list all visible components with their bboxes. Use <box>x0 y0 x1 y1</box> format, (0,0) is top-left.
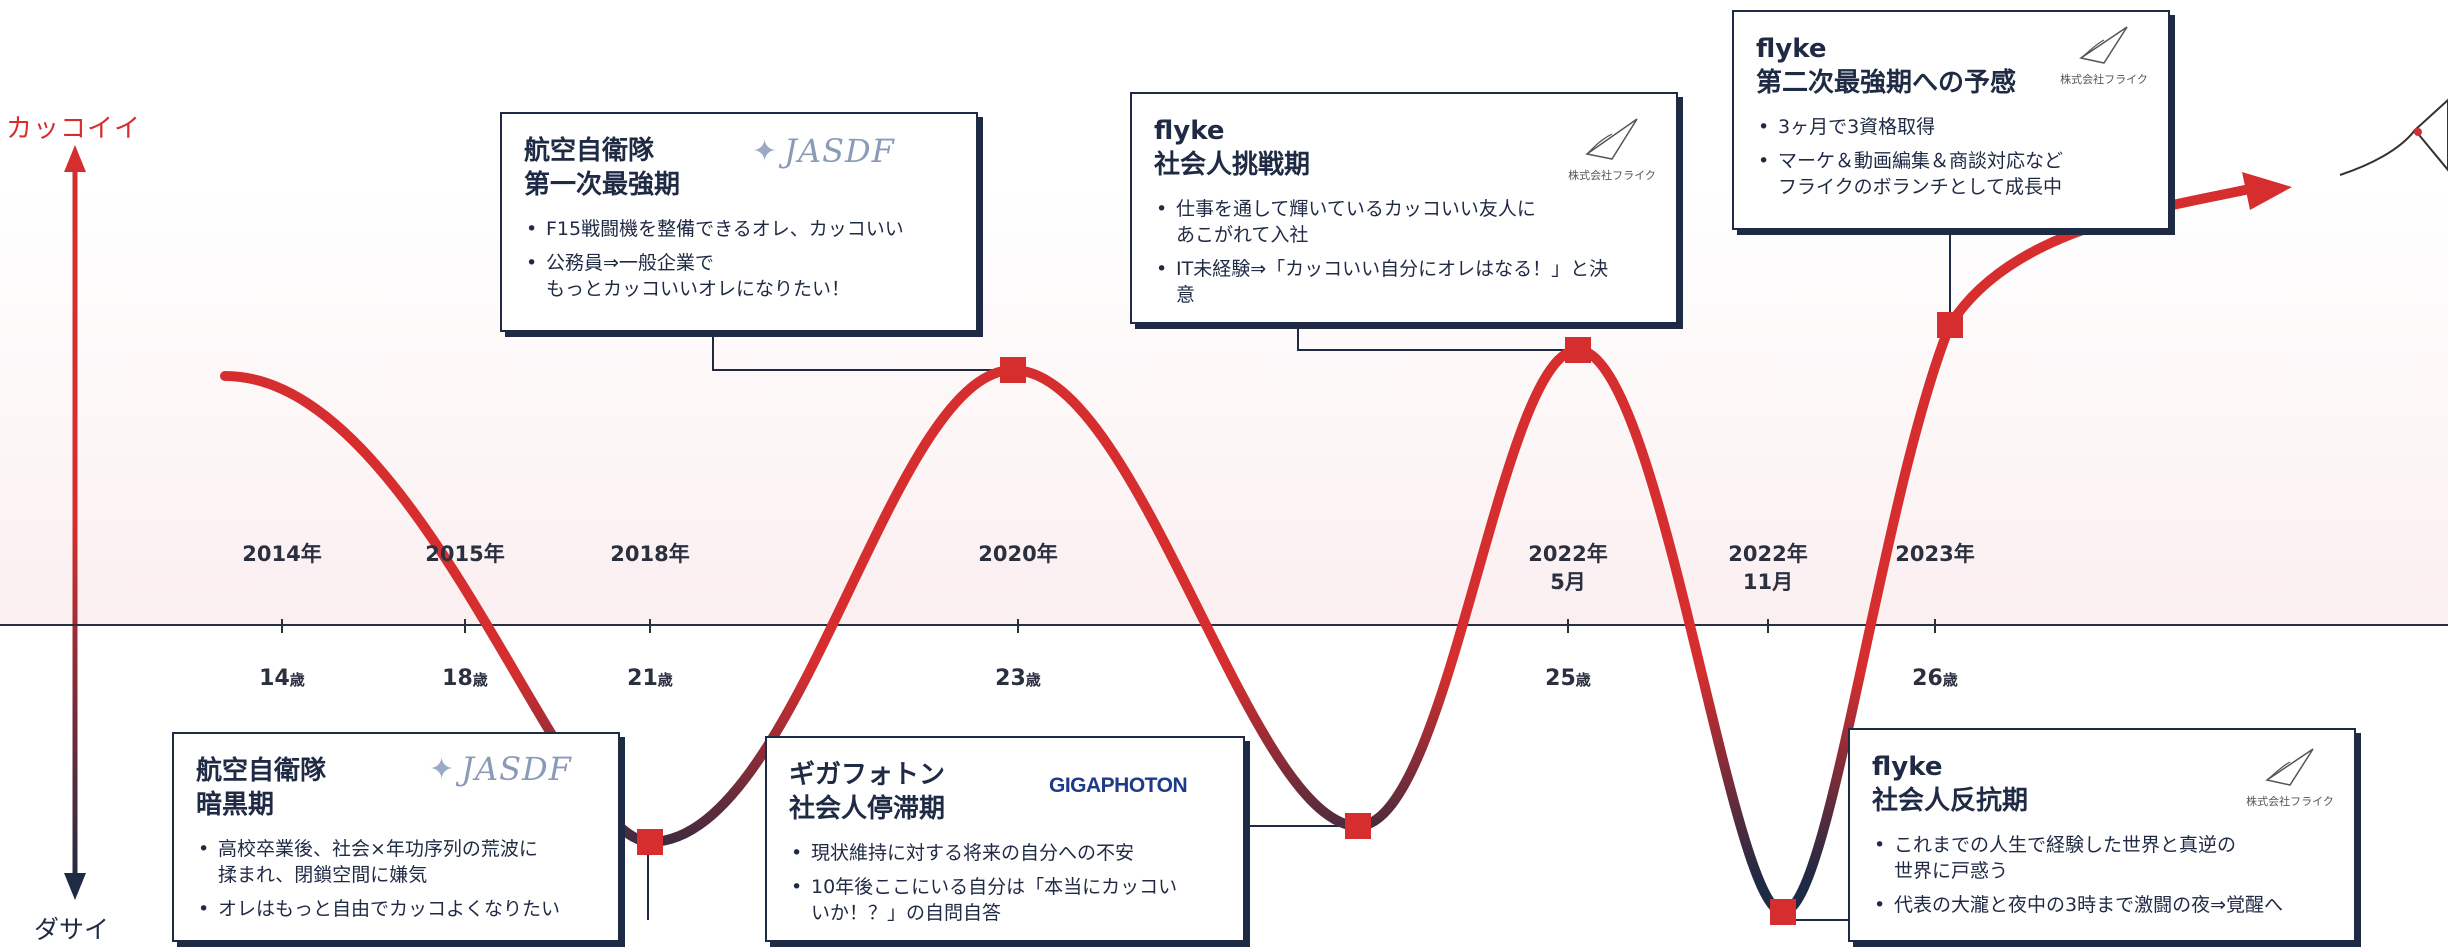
card-title: flyke 第二次最強期への予感 <box>1756 34 2017 98</box>
card-title: flyke 社会人挑戦期 <box>1154 116 1311 180</box>
card-flyke-challenge: flyke 社会人挑戦期 株式会社フライク 仕事を通して輝いているカッコいい友人… <box>1130 92 1678 324</box>
axis-label-lame: ダサイ <box>34 915 110 944</box>
card-flyke-second-strongest: flyke 第二次最強期への予感 株式会社フライク 3ヶ月で3資格取得 マーケ＆… <box>1732 10 2170 230</box>
paper-plane-icon <box>2265 748 2314 786</box>
flyke-logo: 株式会社フライク <box>2054 22 2154 87</box>
year-label-2023: 2023年 <box>1895 542 1975 566</box>
card-jasdf-strongest: 航空自衛隊 第一次最強期 ✦ JASDF F15戦闘機を整備できるオレ、カッコい… <box>500 112 978 332</box>
card-title: 航空自衛隊 暗黒期 <box>196 756 327 820</box>
year-ticks <box>281 619 1936 633</box>
card-bullets: 高校卒業後、社会×年功序列の荒波に 揉まれ、閉鎖空間に嫌気 オレはもっと自由でカ… <box>196 836 596 922</box>
paper-plane-icon <box>2079 26 2128 64</box>
card-bullets: 仕事を通して輝いているカッコいい友人に あこがれて入社 IT未経験⇒「カッコいい… <box>1154 196 1654 308</box>
year-label-2018: 2018年 <box>610 542 690 566</box>
bullet: 10年後ここにいる自分は「本当にカッコい いか！？」の自問自答 <box>789 874 1221 926</box>
flyke-logo: 株式会社フライク <box>2240 744 2340 809</box>
year-label-2020: 2020年 <box>978 542 1058 566</box>
axis-label-cool: カッコイイ <box>6 114 142 144</box>
card-gigaphoton-stagnant: ギガフォトン 社会人停滞期 GIGAPHOTON 現状維持に対する将来の自分への… <box>765 736 1245 942</box>
bullet: 高校卒業後、社会×年功序列の荒波に 揉まれ、閉鎖空間に嫌気 <box>196 836 596 888</box>
jasdf-logo: ✦ JASDF <box>429 750 572 788</box>
axis-arrow-down <box>64 873 86 900</box>
bullet: オレはもっと自由でカッコよくなりたい <box>196 896 596 922</box>
jasdf-logo: ✦ JASDF <box>752 132 895 170</box>
card-title: 航空自衛隊 第一次最強期 <box>524 136 681 200</box>
age-21: 21歳 <box>627 666 673 691</box>
bullet: 現状維持に対する将来の自分への不安 <box>789 840 1221 866</box>
card-jasdf-dark: 航空自衛隊 暗黒期 ✦ JASDF 高校卒業後、社会×年功序列の荒波に 揉まれ、… <box>172 732 620 942</box>
marker-2015 <box>637 829 663 855</box>
year-label-2022-5: 2022年 5月 <box>1528 542 1608 594</box>
bullet: 仕事を通して輝いているカッコいい友人に あこがれて入社 <box>1154 196 1654 248</box>
age-14: 14歳 <box>259 666 305 691</box>
marker-2023 <box>1937 312 1963 338</box>
age-26: 26歳 <box>1912 666 1958 691</box>
card-bullets: 現状維持に対する将来の自分への不安 10年後ここにいる自分は「本当にカッコい い… <box>789 840 1221 926</box>
bullet: 公務員⇒一般企業で もっとカッコいいオレになりたい！ <box>524 250 954 302</box>
bullet: 3ヶ月で3資格取得 <box>1756 114 2146 140</box>
card-title: flyke 社会人反抗期 <box>1872 752 2029 816</box>
life-curve <box>220 185 2250 918</box>
jasdf-emblem-icon: ✦ <box>429 751 456 787</box>
jasdf-emblem-icon: ✦ <box>752 133 779 169</box>
marker-2022-11 <box>1770 899 1796 925</box>
year-label-2022-11: 2022年 11月 <box>1728 542 1808 594</box>
bullet: マーケ＆動画編集＆商談対応など フライクのボランチとして成長中 <box>1756 148 2146 200</box>
card-bullets: 3ヶ月で3資格取得 マーケ＆動画編集＆商談対応など フライクのボランチとして成長… <box>1756 114 2146 200</box>
age-25: 25歳 <box>1545 666 1591 691</box>
bullet: 代表の大瀧と夜中の3時まで激闘の夜⇒覚醒へ <box>1872 892 2332 918</box>
flyke-logo: 株式会社フライク <box>1562 114 1662 183</box>
marker-2020 <box>1000 357 1026 383</box>
axis-arrow-up <box>64 145 86 172</box>
marker-2020b <box>1345 813 1371 839</box>
marker-2022-5 <box>1565 337 1591 363</box>
bullet: F15戦闘機を整備できるオレ、カッコいい <box>524 216 954 242</box>
card-bullets: これまでの人生で経験した世界と真逆の 世界に戸惑う 代表の大瀧と夜中の3時まで激… <box>1872 832 2332 918</box>
year-label-2015: 2015年 <box>425 542 505 566</box>
year-label-2014: 2014年 <box>242 542 322 566</box>
curve-markers <box>637 312 1963 925</box>
age-18: 18歳 <box>442 666 488 691</box>
card-bullets: F15戦闘機を整備できるオレ、カッコいい 公務員⇒一般企業で もっとカッコいいオ… <box>524 216 954 302</box>
card-flyke-rebel: flyke 社会人反抗期 株式会社フライク これまでの人生で経験した世界と真逆の… <box>1848 728 2356 942</box>
bullet: これまでの人生で経験した世界と真逆の 世界に戸惑う <box>1872 832 2332 884</box>
bullet: IT未経験⇒「カッコいい自分にオレはなる！」と決 意 <box>1154 256 1654 308</box>
gigaphoton-logo: GIGAPHOTON <box>1049 774 1188 797</box>
paper-plane-icon <box>1585 118 1638 160</box>
card-title: ギガフォトン 社会人停滞期 <box>789 760 946 824</box>
curve-arrowhead <box>2242 172 2292 210</box>
age-23: 23歳 <box>995 666 1041 691</box>
paper-plane-icon <box>2339 98 2448 176</box>
